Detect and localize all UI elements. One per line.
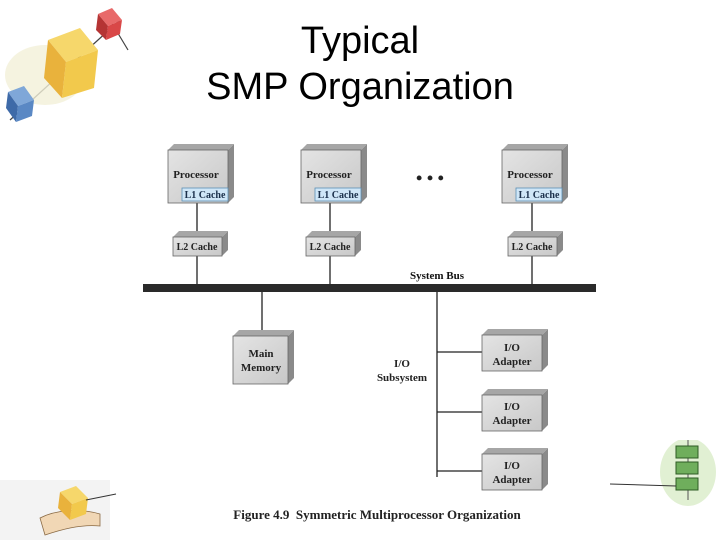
processor-n: Processor L1 Cache [501,144,568,204]
slide-title: Typical SMP Organization [150,18,570,110]
io-adapter-2-label-1: I/O [504,401,520,413]
system-bus [143,284,596,292]
l1-cache-1 [181,187,229,202]
slide-title-line-2: SMP Organization [206,66,514,108]
figure-caption: Figure 4.9 Symmetric Multiprocessor Orga… [233,507,521,522]
hand-holding-cube-icon [0,480,117,540]
l1-cache-n [515,187,563,202]
l2-cache-2: L2 Cache [305,231,361,257]
system-bus-label: System Bus [410,270,465,282]
processor-2-label: Processor [306,169,352,181]
io-adapter-2: I/O Adapter [481,389,548,432]
processor-2: Processor L1 Cache [300,144,367,204]
io-adapter-1: I/O Adapter [481,329,548,372]
io-adapter-2-label-2: Adapter [492,415,531,427]
processor-n-label: Processor [507,169,553,181]
connection-lines [196,203,533,477]
ellipsis: • • • [416,168,444,188]
io-subsystem-label-2: Subsystem [377,372,427,384]
l2-cache-2-label: L2 Cache [310,242,351,253]
io-adapter-1-label-1: I/O [504,342,520,354]
io-adapter-3-label-1: I/O [504,460,520,472]
processor-1-label: Processor [173,169,219,181]
stacked-blocks-icon [609,440,716,506]
io-adapter-3-label-2: Adapter [492,474,531,486]
l2-cache-n-label: L2 Cache [512,242,553,253]
l2-cache-n: L2 Cache [507,231,563,257]
io-subsystem-label-1: I/O [394,358,410,370]
cubes-on-string-icon [5,8,129,122]
slide-title-line-1: Typical [300,20,420,62]
l1-cache-2 [314,187,362,202]
l2-cache-1-label: L2 Cache [177,242,218,253]
main-memory-label-2: Memory [241,362,282,374]
l1-cache-1-label: L1 Cache [185,190,226,201]
l2-cache-1: L2 Cache [172,231,228,257]
main-memory-label-1: Main [248,348,273,360]
l1-cache-n-label: L1 Cache [519,190,560,201]
l1-cache-2-label: L1 Cache [318,190,359,201]
processor-1: Processor L1 Cache [167,144,234,204]
io-adapter-3: I/O Adapter [481,448,548,491]
io-adapter-1-label-2: Adapter [492,356,531,368]
main-memory: Main Memory [232,330,294,385]
